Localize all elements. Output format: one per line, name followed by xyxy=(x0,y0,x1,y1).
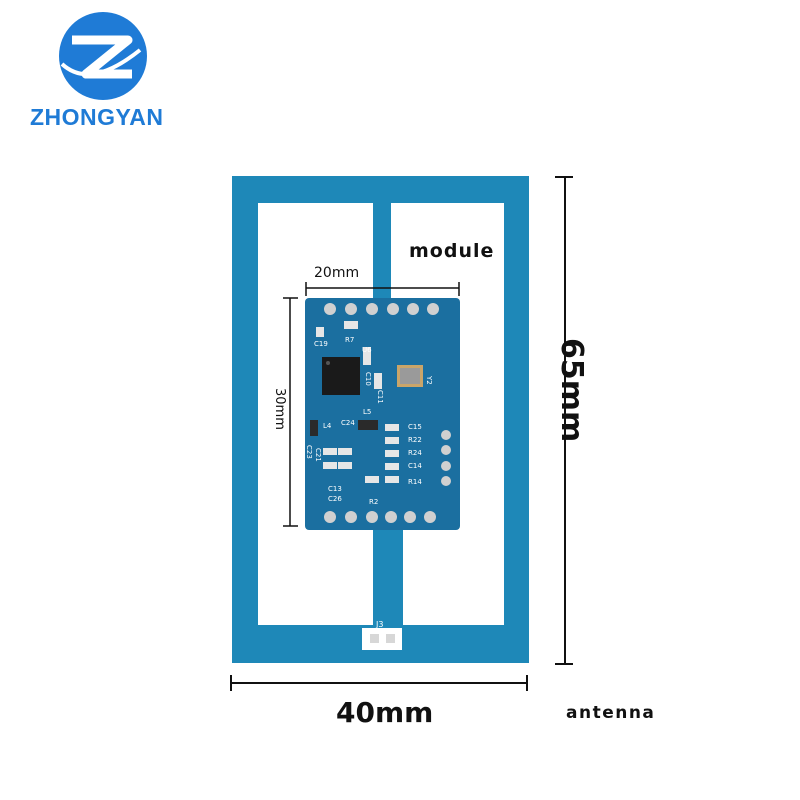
svg-text:L4: L4 xyxy=(323,422,332,430)
zhongyan-logo-icon xyxy=(59,12,147,100)
svg-text:C14: C14 xyxy=(408,462,422,470)
antenna-label: antenna xyxy=(566,703,656,723)
svg-text:C11: C11 xyxy=(376,390,384,404)
svg-text:J3: J3 xyxy=(375,620,383,629)
svg-text:R7: R7 xyxy=(345,336,354,344)
svg-text:C24: C24 xyxy=(341,419,355,427)
svg-text:C15: C15 xyxy=(408,423,422,431)
svg-text:C21: C21 xyxy=(314,448,322,462)
dimension-lines xyxy=(230,176,573,691)
svg-text:C19: C19 xyxy=(314,340,328,348)
brand-name: ZHONGYAN xyxy=(30,104,164,130)
svg-text:R2: R2 xyxy=(369,498,378,506)
svg-text:Y2: Y2 xyxy=(425,375,433,385)
module-width-label: 20mm xyxy=(314,265,360,281)
svg-text:C23: C23 xyxy=(305,445,313,459)
antenna-height-label: 65mm xyxy=(554,338,589,443)
svg-text:C26: C26 xyxy=(328,495,342,503)
svg-text:C10: C10 xyxy=(364,372,372,386)
svg-text:C13: C13 xyxy=(328,485,342,493)
svg-text:R24: R24 xyxy=(408,449,422,457)
svg-text:R14: R14 xyxy=(408,478,422,486)
svg-text:R22: R22 xyxy=(408,436,422,444)
svg-text:U6: U6 xyxy=(362,346,372,354)
module-height-label: 30mm xyxy=(272,388,287,430)
svg-text:L5: L5 xyxy=(363,408,371,416)
antenna-width-label: 40mm xyxy=(336,696,434,729)
module-label: module xyxy=(409,240,495,262)
